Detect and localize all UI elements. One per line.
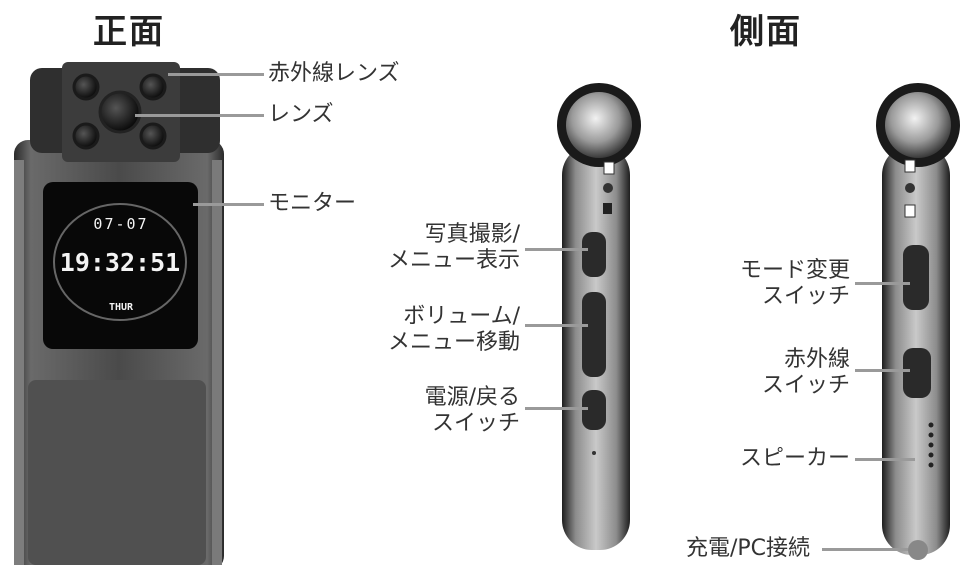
side-title: 側面: [730, 12, 802, 52]
monitor-leader: [193, 203, 264, 206]
label-power-line2: スイッチ: [431, 411, 520, 436]
label-volume-line1: ボリューム/: [403, 304, 520, 329]
charge-leader: [822, 548, 908, 551]
label-ir-switch-line1: 赤外線: [783, 347, 850, 372]
screen-day: THUR: [108, 302, 134, 313]
label-mode-line2: スイッチ: [761, 284, 850, 309]
mode-leader: [855, 282, 910, 285]
label-photo-line2: メニュー表示: [387, 248, 520, 273]
photo-leader: [525, 248, 588, 251]
label-ir-lens: 赤外線レンズ: [268, 61, 400, 86]
label-lens: レンズ: [268, 102, 334, 127]
label-photo-line1: 写真撮影/: [424, 222, 520, 247]
speaker-leader: [855, 458, 915, 461]
label-mode: モード変更 スイッチ: [700, 258, 850, 310]
front-title: 正面: [93, 12, 165, 52]
screen-date: 07-07: [93, 215, 149, 233]
volume-leader: [525, 324, 588, 327]
label-speaker: スピーカー: [739, 446, 850, 471]
label-ir-switch: 赤外線 スイッチ: [700, 347, 850, 399]
label-ir-switch-line2: スイッチ: [761, 373, 850, 398]
label-volume-line2: メニュー移動: [387, 330, 520, 355]
label-power-line1: 電源/戻る: [424, 385, 520, 410]
label-charge: 充電/PC接続: [685, 536, 810, 561]
side-device-left: [557, 83, 641, 550]
ir-lens-leader: [168, 73, 264, 76]
label-monitor: モニター: [268, 191, 357, 216]
label-mode-line1: モード変更: [739, 258, 850, 283]
ir-switch-leader: [855, 369, 910, 372]
label-photo: 写真撮影/ メニュー表示: [360, 222, 520, 274]
label-power: 電源/戻る スイッチ: [360, 385, 520, 437]
label-volume: ボリューム/ メニュー移動: [360, 304, 520, 356]
lens-leader: [135, 114, 264, 117]
power-leader: [525, 407, 588, 410]
side-device-right: [876, 83, 960, 560]
front-device: [14, 62, 224, 565]
screen-time: 19:32:51: [59, 248, 181, 277]
